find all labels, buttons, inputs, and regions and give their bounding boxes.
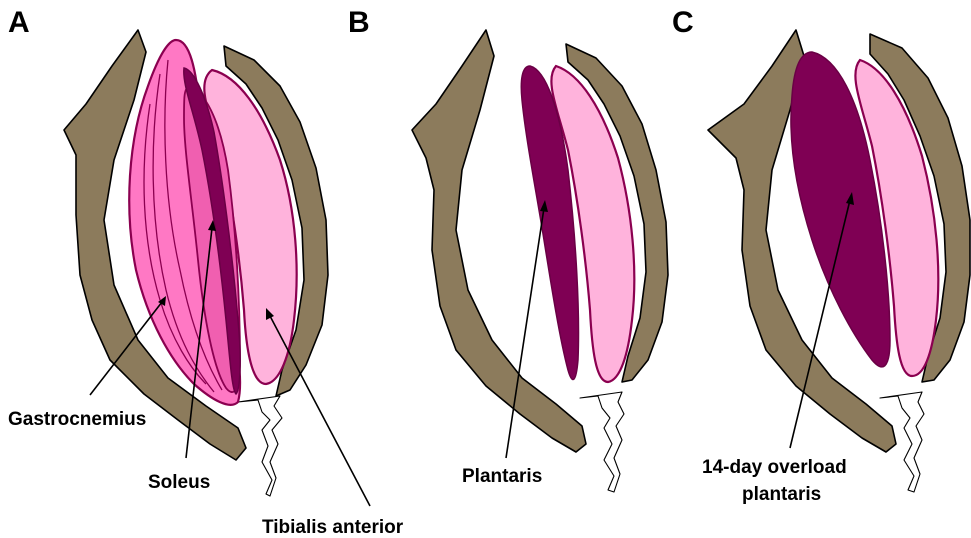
panel-b-letter: B (348, 6, 370, 39)
label-overload-line1: 14-day overload (702, 457, 847, 478)
panel-c: C 14-day overload plantaris (672, 6, 970, 505)
panel-a: A Gastrocnemius Soleus Tibialis anterior (8, 6, 404, 538)
panel-a-letter: A (8, 6, 30, 39)
panel-a-tibialis-arrow (270, 316, 370, 506)
label-tibialis-anterior: Tibialis anterior (262, 517, 404, 538)
panel-b: B Plantaris (348, 6, 668, 492)
label-gastrocnemius: Gastrocnemius (8, 409, 146, 430)
label-plantaris: Plantaris (462, 466, 542, 487)
panel-c-letter: C (672, 6, 694, 39)
label-soleus: Soleus (148, 472, 210, 493)
label-overload-line2: plantaris (742, 484, 821, 505)
panel-b-tendon (580, 392, 624, 492)
